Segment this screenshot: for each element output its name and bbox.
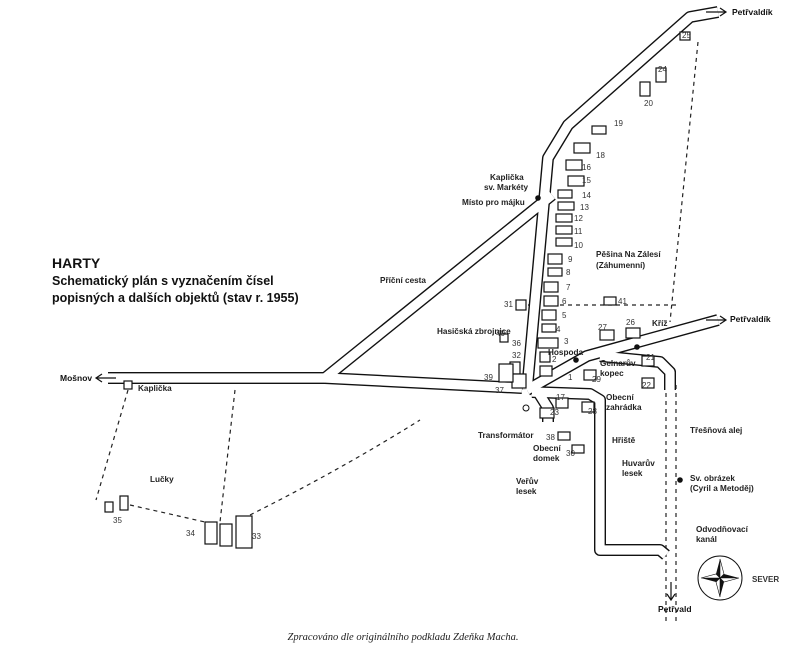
compass-icon (697, 555, 743, 601)
label-hasicska-zbrojnice: Hasičská zbrojnice (437, 327, 511, 336)
house-number-19: 19 (614, 119, 623, 128)
house-number-41: 41 (618, 297, 627, 306)
house-number-39: 39 (484, 373, 493, 382)
house-number-22: 22 (642, 381, 651, 390)
label-huvaruv-lesek-2: lesek (622, 469, 643, 478)
dest-petrvaldik-right: Petřvaldík (730, 314, 771, 324)
label-obecni-domek-2: domek (533, 454, 560, 463)
map-title: HARTY (52, 255, 101, 271)
label-kaplicka: Kaplička (138, 384, 172, 393)
house-number-15: 15 (582, 176, 591, 185)
majka-marker (535, 195, 541, 201)
house-number-31: 31 (504, 300, 513, 309)
dest-mosnov: Mošnov (60, 373, 92, 383)
house-number-21: 21 (646, 353, 655, 362)
arrow-petrvaldik-top (706, 7, 728, 17)
label-hriste: Hřiště (612, 436, 636, 445)
obrazek-marker (677, 477, 683, 483)
house-number-26: 26 (626, 318, 635, 327)
house-number-7: 7 (566, 283, 571, 292)
house-number-29: 29 (592, 375, 601, 384)
label-veruv-lesek-2: lesek (516, 487, 537, 496)
label-veruv-lesek-1: Veřův (516, 476, 539, 486)
house-number-3: 3 (564, 337, 569, 346)
map-subtitle-line1: Schematický plán s vyznačením čísel (52, 274, 274, 288)
label-gelnaruv-kopec-2: kopec (600, 369, 624, 378)
label-gelnaruv-kopec-1: Gelnarův (600, 358, 636, 368)
kriz-marker (634, 344, 640, 350)
label-kaplicka-markety-2: sv. Markéty (484, 183, 528, 192)
house-number-35: 35 (113, 516, 122, 525)
dest-petrvald: Petřvald (658, 604, 692, 614)
house-number-11: 11 (574, 227, 583, 236)
house-number-33: 33 (252, 532, 261, 541)
hospoda-marker (573, 357, 579, 363)
dest-petrvaldik-top: Petřvaldík (732, 7, 773, 17)
house-numbers: 1 2 3 4 5 6 7 8 9 10 11 12 13 14 15 16 1… (113, 31, 691, 541)
house-number-5: 5 (562, 311, 567, 320)
house-number-32: 32 (512, 351, 521, 360)
house-number-23: 23 (550, 408, 559, 417)
compass-label: SEVER (752, 575, 779, 584)
map-subtitle-line2: popisných a dalších objektů (stav r. 195… (52, 291, 299, 305)
label-transformator: Transformátor (478, 431, 534, 440)
house-number-20: 20 (644, 99, 653, 108)
arrow-mosnov (94, 373, 116, 383)
house-number-40: 40 (496, 329, 505, 338)
house-number-17: 17 (556, 393, 565, 402)
label-hospoda: Hospoda (548, 348, 583, 357)
label-huvaruv-lesek-1: Huvarův (622, 458, 655, 468)
house-number-27: 27 (598, 323, 607, 332)
label-odvodnovaci-kanal-1: Odvodňovací (696, 525, 749, 534)
label-sv-obrazek-2: (Cyril a Metoděj) (690, 484, 754, 493)
label-pesina-2: (Záhumenní) (596, 261, 645, 270)
house-number-10: 10 (574, 241, 583, 250)
arrow-petrvaldik-right (706, 315, 728, 325)
house-number-14: 14 (582, 191, 591, 200)
label-pesina-1: Pěšina Na Zálesí (596, 250, 661, 259)
house-number-28: 28 (588, 407, 597, 416)
house-number-12: 12 (574, 214, 583, 223)
house-number-2: 2 (552, 355, 557, 364)
house-number-4: 4 (556, 325, 561, 334)
label-odvodnovaci-kanal-2: kanál (696, 535, 717, 544)
houses (104, 31, 691, 549)
house-number-9: 9 (568, 255, 573, 264)
label-kaplicka-markety-1: Kaplička (490, 173, 524, 182)
label-tresnova-alej: Třešňová alej (690, 426, 742, 435)
house-number-38: 38 (546, 433, 555, 442)
house-number-1: 1 (568, 373, 573, 382)
house-number-6: 6 (562, 297, 567, 306)
house-number-18: 18 (596, 151, 605, 160)
house-number-24: 24 (658, 65, 667, 74)
label-pricni-cesta: Příční cesta (380, 276, 426, 285)
label-obecni-zahradka-1: Obecní (606, 393, 634, 402)
house-number-34: 34 (186, 529, 195, 538)
label-misto-pro-majku: Místo pro májku (462, 198, 525, 207)
house-number-25: 25 (682, 31, 691, 40)
label-obecni-domek-1: Obecní (533, 444, 561, 453)
house-number-13: 13 (580, 203, 589, 212)
transformator-marker (522, 404, 530, 412)
label-kriz: Kříž (652, 319, 667, 328)
direction-arrows (94, 7, 728, 602)
house-number-37: 37 (495, 386, 504, 395)
house-number-8: 8 (566, 268, 571, 277)
label-lucky: Lučky (150, 475, 174, 484)
label-sv-obrazek-1: Sv. obrázek (690, 474, 735, 483)
arrow-petrvald (666, 582, 676, 602)
label-obecni-zahradka-2: zahrádka (606, 403, 642, 412)
house-number-16: 16 (582, 163, 591, 172)
house-number-36: 36 (512, 339, 521, 348)
source-caption: Zpracováno dle originálního podkladu Zde… (288, 632, 519, 643)
house-number-30: 30 (566, 449, 575, 458)
